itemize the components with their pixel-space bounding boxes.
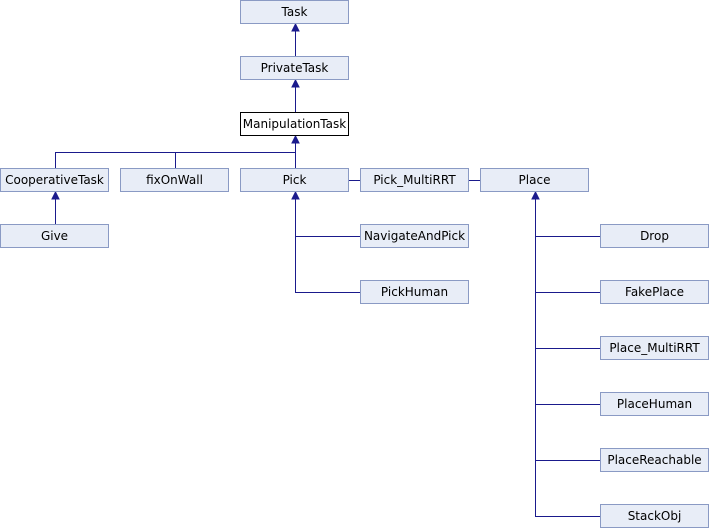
edge-fake_place-to-place: [535, 198, 600, 293]
edge-navigate_and_pick-to-pick: [295, 198, 360, 237]
arrowhead-cooperative_task: [51, 190, 60, 200]
edge-place_human-to-place: [535, 198, 600, 405]
node-give[interactable]: Give: [0, 224, 109, 248]
node-fake-place[interactable]: FakePlace: [600, 280, 709, 304]
edge-pick_human-to-pick: [295, 198, 360, 293]
node-place[interactable]: Place: [480, 168, 589, 192]
arrowhead-private_task: [291, 78, 300, 88]
arrowhead-manipulation_task: [291, 134, 300, 144]
node-place-human[interactable]: PlaceHuman: [600, 392, 709, 416]
node-pick[interactable]: Pick: [240, 168, 349, 192]
node-cooperative-task[interactable]: CooperativeTask: [0, 168, 109, 192]
node-pick-multirrt[interactable]: Pick_MultiRRT: [360, 168, 469, 192]
edge-place_multirrt-to-place: [535, 198, 600, 349]
edge-place_reachable-to-place: [535, 198, 600, 461]
node-pick-human[interactable]: PickHuman: [360, 280, 469, 304]
node-fix-on-wall[interactable]: fixOnWall: [120, 168, 229, 192]
node-drop[interactable]: Drop: [600, 224, 709, 248]
arrowhead-pick: [291, 190, 300, 200]
edge-drop-to-place: [535, 198, 600, 237]
node-manipulation-task: ManipulationTask: [240, 112, 349, 136]
node-navigate-and-pick[interactable]: NavigateAndPick: [360, 224, 469, 248]
node-place-reachable[interactable]: PlaceReachable: [600, 448, 709, 472]
edge-stack_obj-to-place: [535, 198, 600, 517]
arrowhead-place: [531, 190, 540, 200]
node-stack-obj[interactable]: StackObj: [600, 504, 709, 528]
arrowhead-task: [291, 22, 300, 32]
node-place-multirrt[interactable]: Place_MultiRRT: [600, 336, 709, 360]
node-task[interactable]: Task: [240, 0, 349, 24]
edge-fix_on_wall-to-manipulation_task: [175, 142, 296, 168]
node-private-task[interactable]: PrivateTask: [240, 56, 349, 80]
